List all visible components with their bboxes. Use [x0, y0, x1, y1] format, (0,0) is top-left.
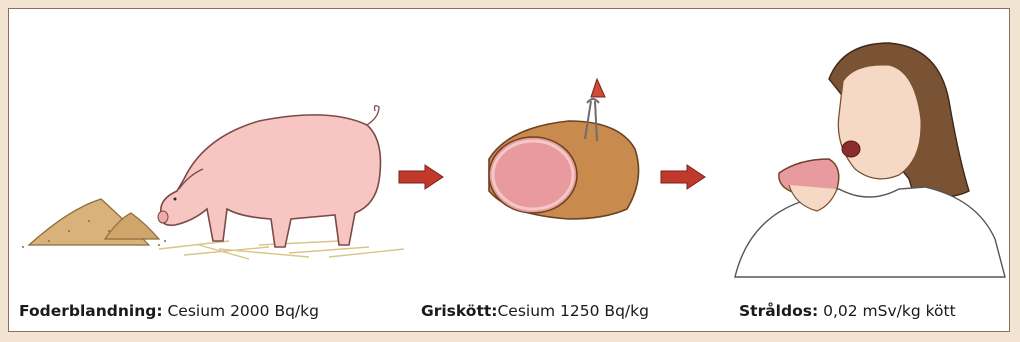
caption-pork: Griskött:Cesium 1250 Bq/kg: [421, 302, 649, 320]
caption-dose-value: 0,02 mSv/kg kött: [823, 302, 956, 320]
caption-pork-value: Cesium 1250 Bq/kg: [497, 302, 648, 320]
roast-meat-icon: [489, 121, 639, 219]
woman-eating-icon: [735, 43, 1005, 277]
figure-panel: Foderblandning: Cesium 2000 Bq/kg Griskö…: [8, 8, 1010, 332]
caption-feed-label: Foderblandning:: [19, 302, 163, 320]
arrow-right-icon: [399, 165, 443, 189]
caption-pork-label: Griskött:: [421, 302, 497, 320]
pig-icon: [158, 106, 381, 247]
caption-dose-label: Stråldos:: [739, 302, 818, 320]
caption-feed-value: Cesium 2000 Bq/kg: [167, 302, 318, 320]
feed-pile-icon: [22, 199, 166, 248]
illustration: [9, 9, 1009, 331]
caption-dose: Stråldos: 0,02 mSv/kg kött: [739, 302, 956, 320]
arrow-right-icon: [661, 165, 705, 189]
caption-feed: Foderblandning: Cesium 2000 Bq/kg: [19, 302, 319, 320]
